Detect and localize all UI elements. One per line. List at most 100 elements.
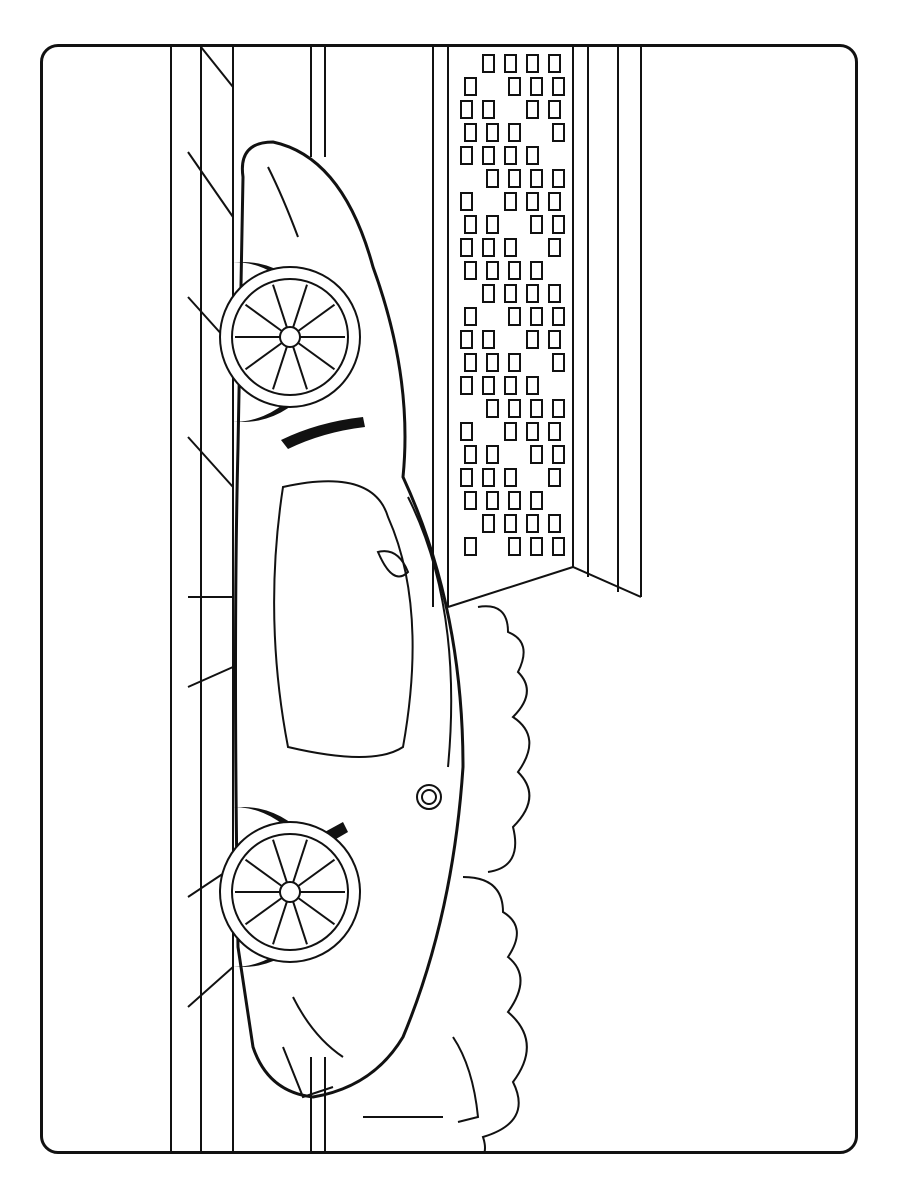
window	[504, 422, 517, 441]
window	[464, 123, 477, 142]
window	[530, 169, 543, 188]
window	[460, 100, 473, 119]
window	[530, 307, 543, 326]
window	[482, 146, 495, 165]
rear-wheel	[219, 266, 361, 408]
bushes	[462, 605, 531, 1151]
window	[548, 54, 561, 73]
window	[486, 491, 499, 510]
window	[482, 376, 495, 395]
wheel-spoke	[244, 858, 283, 887]
window	[552, 123, 565, 142]
window	[482, 238, 495, 257]
wheel-spoke	[292, 839, 308, 883]
window	[464, 353, 477, 372]
wheel-spoke	[272, 839, 288, 883]
window	[530, 445, 543, 464]
window	[486, 169, 499, 188]
window	[526, 376, 539, 395]
window	[508, 261, 521, 280]
window	[530, 399, 543, 418]
window	[526, 330, 539, 349]
building	[432, 47, 642, 608]
window	[526, 514, 539, 533]
window	[508, 491, 521, 510]
line-art-drawing	[170, 47, 642, 1151]
window	[552, 307, 565, 326]
window	[508, 123, 521, 142]
wheel-spoke	[297, 303, 336, 332]
window	[482, 100, 495, 119]
window	[482, 330, 495, 349]
wheel-spoke	[297, 858, 336, 887]
window	[460, 422, 473, 441]
window	[504, 284, 517, 303]
window	[548, 100, 561, 119]
window	[552, 445, 565, 464]
window	[548, 468, 561, 487]
window	[548, 192, 561, 211]
wheel-spoke	[297, 897, 336, 926]
window	[464, 307, 477, 326]
wheel-spoke	[244, 342, 283, 371]
window	[526, 54, 539, 73]
window	[530, 215, 543, 234]
window	[504, 54, 517, 73]
window	[508, 307, 521, 326]
window	[504, 514, 517, 533]
wheel-spoke	[292, 346, 308, 390]
window	[482, 514, 495, 533]
window	[504, 376, 517, 395]
window	[504, 192, 517, 211]
road-lines	[170, 47, 443, 1151]
window	[552, 537, 565, 556]
window	[486, 261, 499, 280]
window	[508, 77, 521, 96]
window	[552, 353, 565, 372]
window	[552, 77, 565, 96]
window	[508, 169, 521, 188]
wheel-spoke	[272, 346, 288, 390]
window	[530, 491, 543, 510]
window	[504, 468, 517, 487]
window	[486, 353, 499, 372]
window	[460, 376, 473, 395]
window	[526, 192, 539, 211]
window	[486, 215, 499, 234]
window	[482, 54, 495, 73]
window	[464, 77, 477, 96]
window	[552, 215, 565, 234]
window	[508, 399, 521, 418]
window	[548, 514, 561, 533]
wheel-spoke	[272, 901, 288, 945]
window	[552, 169, 565, 188]
window	[526, 422, 539, 441]
window	[504, 238, 517, 257]
window	[464, 491, 477, 510]
front-wheel	[219, 821, 361, 963]
building-windows	[460, 54, 565, 556]
window	[548, 284, 561, 303]
window	[464, 537, 477, 556]
window	[486, 445, 499, 464]
coloring-page-frame	[40, 44, 858, 1154]
window	[460, 468, 473, 487]
window	[530, 261, 543, 280]
window	[508, 537, 521, 556]
wheel-spoke	[292, 284, 308, 328]
window	[530, 77, 543, 96]
window	[464, 261, 477, 280]
window	[460, 146, 473, 165]
wheel-spoke	[297, 342, 336, 371]
wheel-spoke	[244, 303, 283, 332]
window	[526, 146, 539, 165]
window	[530, 537, 543, 556]
window	[486, 399, 499, 418]
window	[526, 284, 539, 303]
window	[464, 445, 477, 464]
window	[552, 399, 565, 418]
wheel-spoke	[292, 901, 308, 945]
window	[504, 146, 517, 165]
window	[460, 330, 473, 349]
wheel-spoke	[244, 897, 283, 926]
